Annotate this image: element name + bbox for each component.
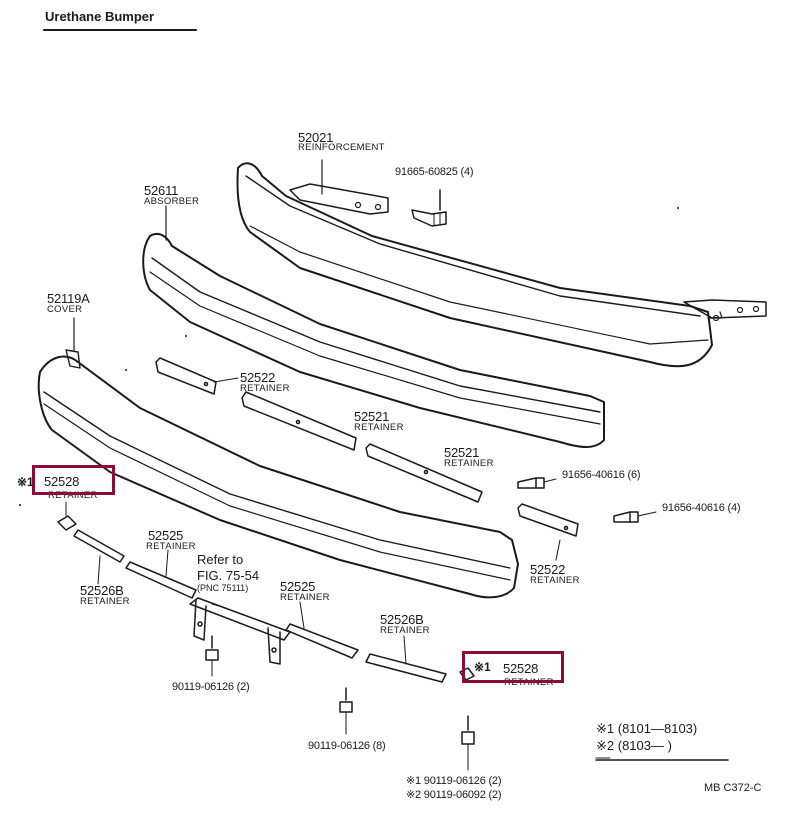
bolt-91656-40616-6-drawing (517, 477, 557, 489)
part-number-52525-a: 52525 (148, 528, 184, 543)
part-name-52525-a: RETAINER (146, 541, 196, 552)
reinforcement-part (236, 159, 767, 368)
refer-line-2: FIG. 75-54 (197, 568, 260, 583)
part-name-52526b-left: RETAINER (80, 596, 130, 607)
part-name-52522-top: RETAINER (240, 383, 290, 394)
bolt-90119-06126-06092-drawing (461, 715, 475, 771)
bracket-assembly-drawing (189, 597, 291, 665)
retainer-52521-b-drawing (365, 443, 483, 503)
retainer-52522-top-drawing (155, 357, 239, 395)
part-name-reinforcement: REINFORCEMENT (298, 142, 385, 153)
part-number-reinforcement: 52021 (298, 130, 334, 145)
legend-row-2: ※2 (8103— ) (596, 738, 672, 753)
speck (19, 504, 21, 506)
speck (185, 335, 187, 337)
diagram-code: MB C372-C (704, 782, 762, 794)
part-number-52526b-left: 52526B (80, 583, 124, 598)
part-name-52528-left: RETAINER (48, 490, 98, 501)
retainer-52525-a-drawing (125, 549, 197, 599)
part-number-absorber: 52611 (144, 183, 179, 198)
part-name-absorber: ABSORBER (144, 196, 200, 207)
bolt-label-90119-06092-series2: ※2 90119-06092 (2) (406, 789, 502, 801)
part-number-52521-b: 52521 (444, 445, 480, 460)
part-number-52522-top: 52522 (240, 370, 276, 385)
refer-line-3: (PNC 75111) (197, 583, 249, 593)
bolt-label-90119-06126-2: 90119-06126 (2) (172, 681, 250, 693)
speck (125, 369, 127, 371)
part-name-52521-a: RETAINER (354, 422, 404, 433)
mark-52528-right: ※1 (474, 660, 491, 674)
diagram-title: Urethane Bumper (45, 9, 155, 24)
highlight-box-52528-left (32, 465, 115, 495)
part-name-52521-b: RETAINER (444, 458, 494, 469)
part-name-52525-b: RETAINER (280, 592, 330, 603)
part-number-52526b-right: 52526B (380, 612, 424, 627)
part-name-52522-right: RETAINER (530, 575, 580, 586)
bolt-91656-40616-4-drawing (613, 511, 657, 523)
legend-row-1: ※1 (8101—8103) (596, 721, 698, 736)
bolt-label-91656-40616-4: 91656-40616 (4) (662, 502, 741, 514)
part-number-cover: 52119A (47, 291, 90, 306)
cover-part (37, 317, 519, 599)
bolt-91665-60825-drawing (411, 189, 447, 227)
retainer-52528-left-drawing (57, 501, 77, 531)
retainer-52526b-left-drawing (73, 529, 125, 585)
retainer-52521-a-drawing (241, 391, 357, 451)
bolt-label-90119-06126-series1: ※1 90119-06126 (2) (406, 775, 502, 787)
part-number-52522-right: 52522 (530, 562, 566, 577)
bolt-label-91656-40616-6: 91656-40616 (6) (562, 469, 641, 481)
part-number-52521-a: 52521 (354, 409, 390, 424)
absorber-part (142, 205, 605, 448)
bolt-label-91665-60825: 91665-60825 (4) (395, 166, 474, 178)
part-number-52525-b: 52525 (280, 579, 316, 594)
bolt-90119-06126-2-drawing (205, 635, 219, 677)
bolt-90119-06126-8-drawing (339, 687, 353, 735)
retainer-52522-right-drawing (517, 503, 579, 561)
bolt-label-90119-06126-8: 90119-06126 (8) (308, 740, 386, 752)
retainer-52526b-right-drawing (365, 635, 447, 683)
part-name-52526b-right: RETAINER (380, 625, 430, 636)
refer-line-1: Refer to (197, 552, 244, 567)
mark-52528-left: ※1 (17, 475, 34, 489)
part-name-cover: COVER (47, 304, 83, 315)
speck (677, 207, 679, 209)
part-number-52528-left: 52528 (44, 474, 80, 489)
highlight-box-52528-right (462, 651, 564, 683)
part-number-52528-right: 52528 (503, 661, 539, 676)
retainer-52525-b-drawing (285, 601, 359, 659)
